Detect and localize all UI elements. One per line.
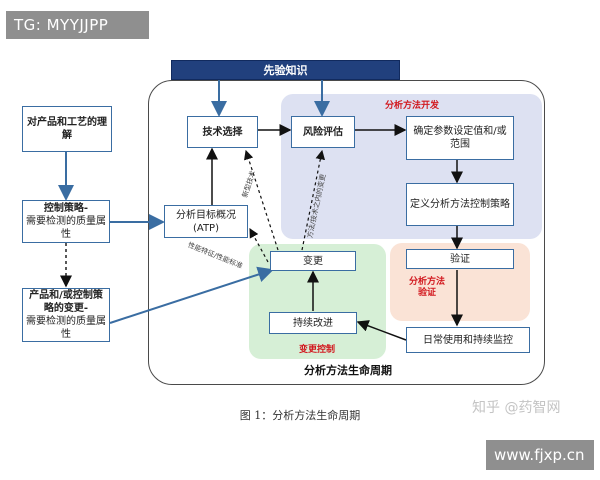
atp-box: 分析目标概况(ATP) bbox=[164, 205, 248, 238]
diagram-title: 分析方法生命周期 bbox=[304, 364, 392, 377]
development-zone-label: 分析方法开发 bbox=[384, 101, 439, 111]
arrow-change-to-lifecycle bbox=[109, 266, 274, 324]
arrow-change-to-tech bbox=[244, 149, 279, 251]
control-strategy-title: 控制策略- bbox=[43, 203, 89, 214]
control-strategy-sub: 需要检测的质量属性 bbox=[26, 216, 106, 240]
define-strategy-box: 定义分析方法控制策略 bbox=[406, 183, 514, 226]
understanding-box: 对产品和工艺的理解 bbox=[22, 106, 112, 152]
change-title: 产品和/或控制策略的变更- bbox=[29, 290, 103, 314]
url-tag: www.fjxp.cn bbox=[486, 440, 594, 470]
change-node: 变更 bbox=[270, 251, 356, 271]
figure-caption: 图 1：分析方法生命周期 bbox=[239, 409, 361, 422]
tg-tag: TG: MYYJJPP bbox=[6, 11, 149, 39]
control-strategy-box: 控制策略- 需要检测的质量属性 bbox=[22, 200, 110, 243]
watermark: 知乎 @药智网 bbox=[472, 400, 561, 416]
routine-node: 日常使用和持续监控 bbox=[406, 327, 530, 353]
arrow-change-to-atp bbox=[249, 227, 269, 263]
tech-select-box: 技术选择 bbox=[187, 116, 258, 148]
risk-assess-box: 风险评估 bbox=[291, 116, 355, 148]
change-sub: 需要检测的质量属性 bbox=[26, 316, 106, 340]
params-box: 确定参数设定值和/或范围 bbox=[406, 116, 514, 160]
arrow-change-to-risk bbox=[301, 149, 326, 251]
change-control-zone-label: 变更控制 bbox=[298, 345, 335, 355]
change-box: 产品和/或控制策略的变更- 需要检测的质量属性 bbox=[22, 288, 110, 342]
prior-knowledge-bar: 先验知识 bbox=[171, 60, 400, 80]
improve-node: 持续改进 bbox=[269, 312, 357, 334]
validation-zone-label: 分析方法验证 bbox=[408, 277, 445, 298]
arrow-routine-to-improve bbox=[356, 320, 407, 341]
verify-node: 验证 bbox=[406, 249, 514, 269]
